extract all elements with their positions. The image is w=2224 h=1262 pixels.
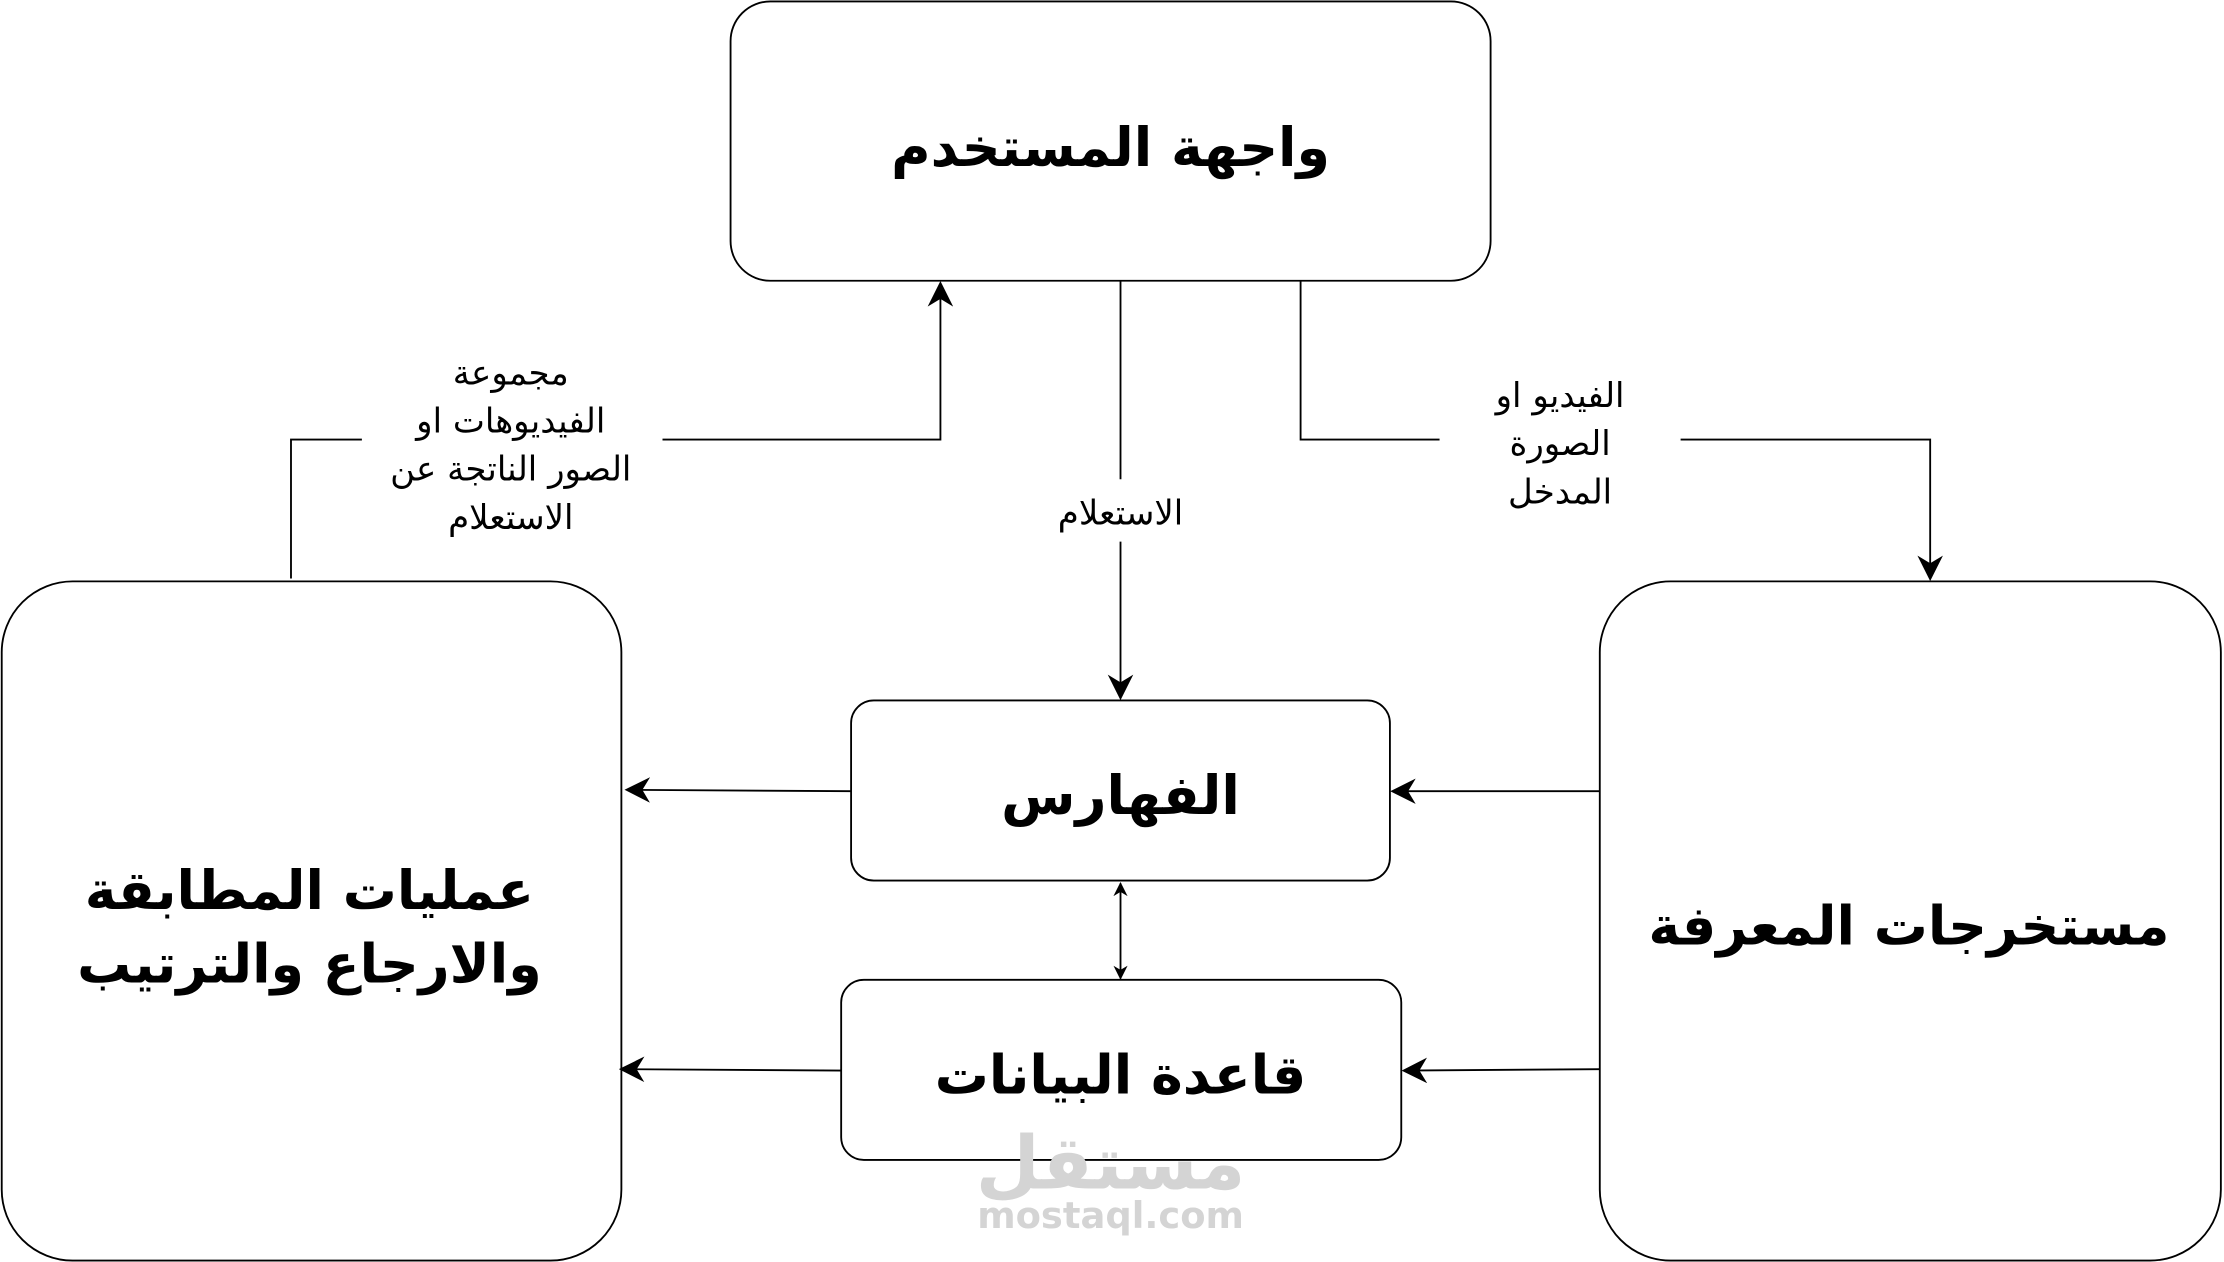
edge-label-query: الاستعلام bbox=[1058, 494, 1183, 534]
edge-results-left bbox=[290, 438, 362, 579]
node-matching: عمليات المطابقة والارجاع والترتيب bbox=[0, 580, 623, 1262]
edge-input bbox=[1299, 280, 1931, 579]
edge-database-to-matching bbox=[618, 1056, 842, 1083]
edge-label-input: الفيديو او الصورة المدخل bbox=[1494, 376, 1625, 512]
label-line: المدخل bbox=[1508, 472, 1612, 512]
node-label-line1: عمليات المطابقة bbox=[85, 859, 534, 922]
edge-results-right bbox=[662, 281, 954, 441]
node-user-interface: واجهة المستخدم bbox=[729, 0, 1492, 282]
label-line: الصور الناتجة عن bbox=[390, 450, 631, 490]
node-label-line2: والارجاع والترتيب bbox=[77, 933, 542, 996]
node-knowledge: مستخرجات المعرفة bbox=[1598, 580, 2222, 1262]
edge-label-results: مجموعة الفيديوهات او الصور الناتجة عن ال… bbox=[390, 353, 631, 538]
node-label: واجهة المستخدم bbox=[891, 116, 1330, 179]
label-line: الاستعلام bbox=[448, 498, 573, 538]
watermark-logo: مستقل bbox=[976, 1121, 1246, 1206]
node-label: الفهارس bbox=[1001, 764, 1240, 827]
watermark-url: mostaql.com bbox=[977, 1194, 1244, 1237]
label-line: مجموعة bbox=[453, 353, 569, 393]
node-label: قاعدة البيانات bbox=[935, 1043, 1307, 1106]
edge-indexes-to-matching bbox=[624, 777, 852, 803]
label-line: الصورة bbox=[1510, 424, 1611, 464]
node-label: مستخرجات المعرفة bbox=[1648, 894, 2169, 957]
label-line: الفيديو او bbox=[1494, 376, 1625, 416]
node-indexes: الفهارس bbox=[850, 699, 1391, 882]
edge-knowledge-to-database bbox=[1401, 1057, 1600, 1084]
label-line: الفيديوهات او bbox=[414, 401, 605, 441]
